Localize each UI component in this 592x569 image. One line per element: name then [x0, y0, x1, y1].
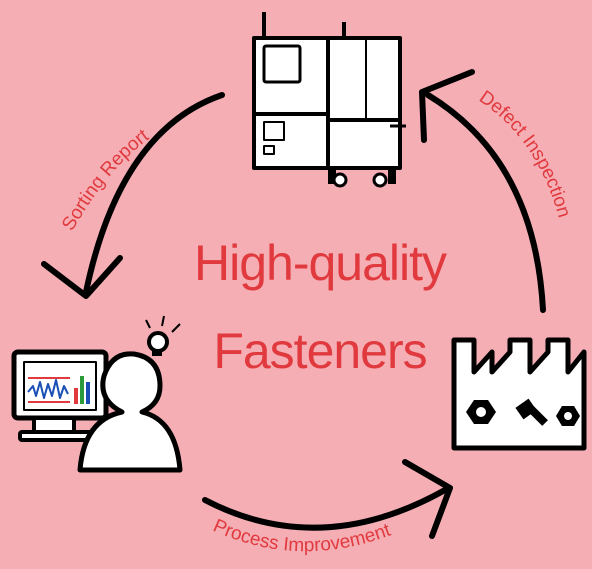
arrowhead-sorting-report — [41, 255, 123, 299]
title-line-2: Fasteners — [213, 323, 427, 379]
title-line-1: High-quality — [193, 235, 447, 291]
arrow-sorting-report — [83, 92, 225, 295]
arrow-defect-inspection — [425, 92, 546, 313]
analyst-at-computer-icon — [11, 315, 183, 473]
sorting-machine-icon — [252, 12, 406, 188]
factory-icon — [451, 337, 587, 451]
arrow-process-improvement — [202, 487, 448, 531]
arrowhead-process-improvement — [402, 459, 453, 539]
arrowhead-defect-inspection — [419, 69, 475, 143]
cycle-arrows — [41, 69, 546, 539]
